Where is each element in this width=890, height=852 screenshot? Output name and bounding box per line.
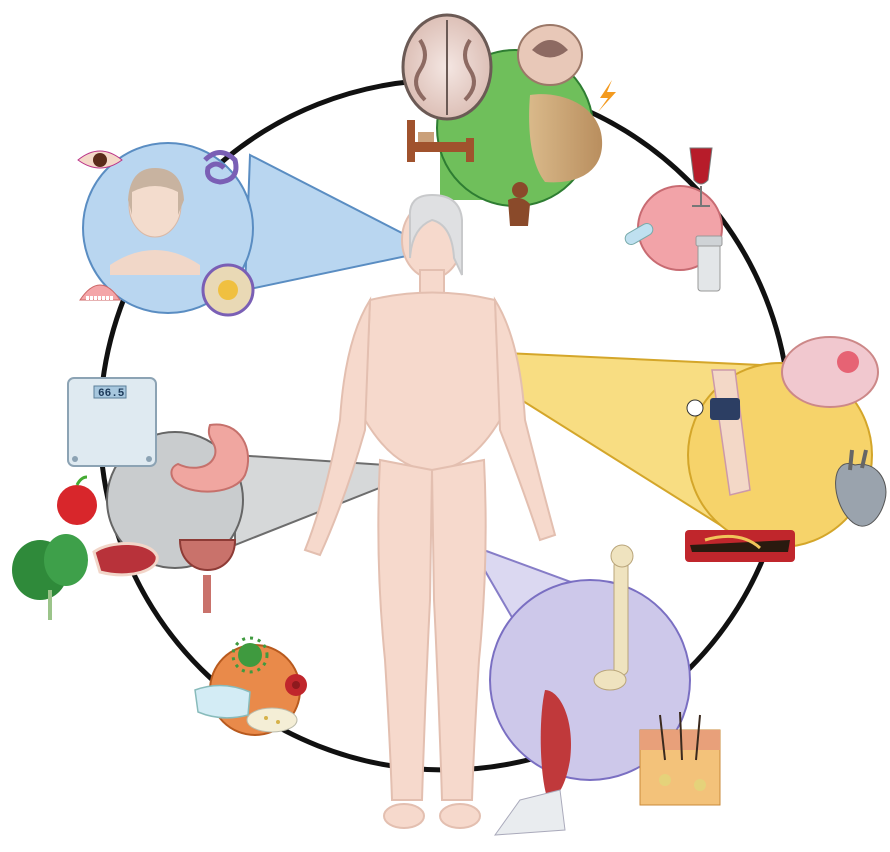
- spinach-icon: [12, 534, 88, 620]
- steak-icon: [94, 543, 157, 574]
- scale-readout: 66.5: [98, 388, 125, 400]
- apple-icon: [57, 477, 97, 525]
- brain-scan-icon: [403, 15, 491, 119]
- face-mask-icon: [195, 685, 250, 717]
- clogged-artery-icon: [685, 530, 795, 562]
- ear-anatomy-icon: [203, 265, 253, 315]
- petri-dish-icon: [247, 708, 297, 732]
- pill-bottle-icon: [696, 236, 722, 291]
- blood-cell-icon: [285, 674, 307, 696]
- spinal-cord-icon: [518, 25, 582, 85]
- stroke-brain-icon: [782, 337, 878, 407]
- scale-icon: 66.5: [68, 378, 156, 466]
- lightning-icon: [598, 80, 616, 112]
